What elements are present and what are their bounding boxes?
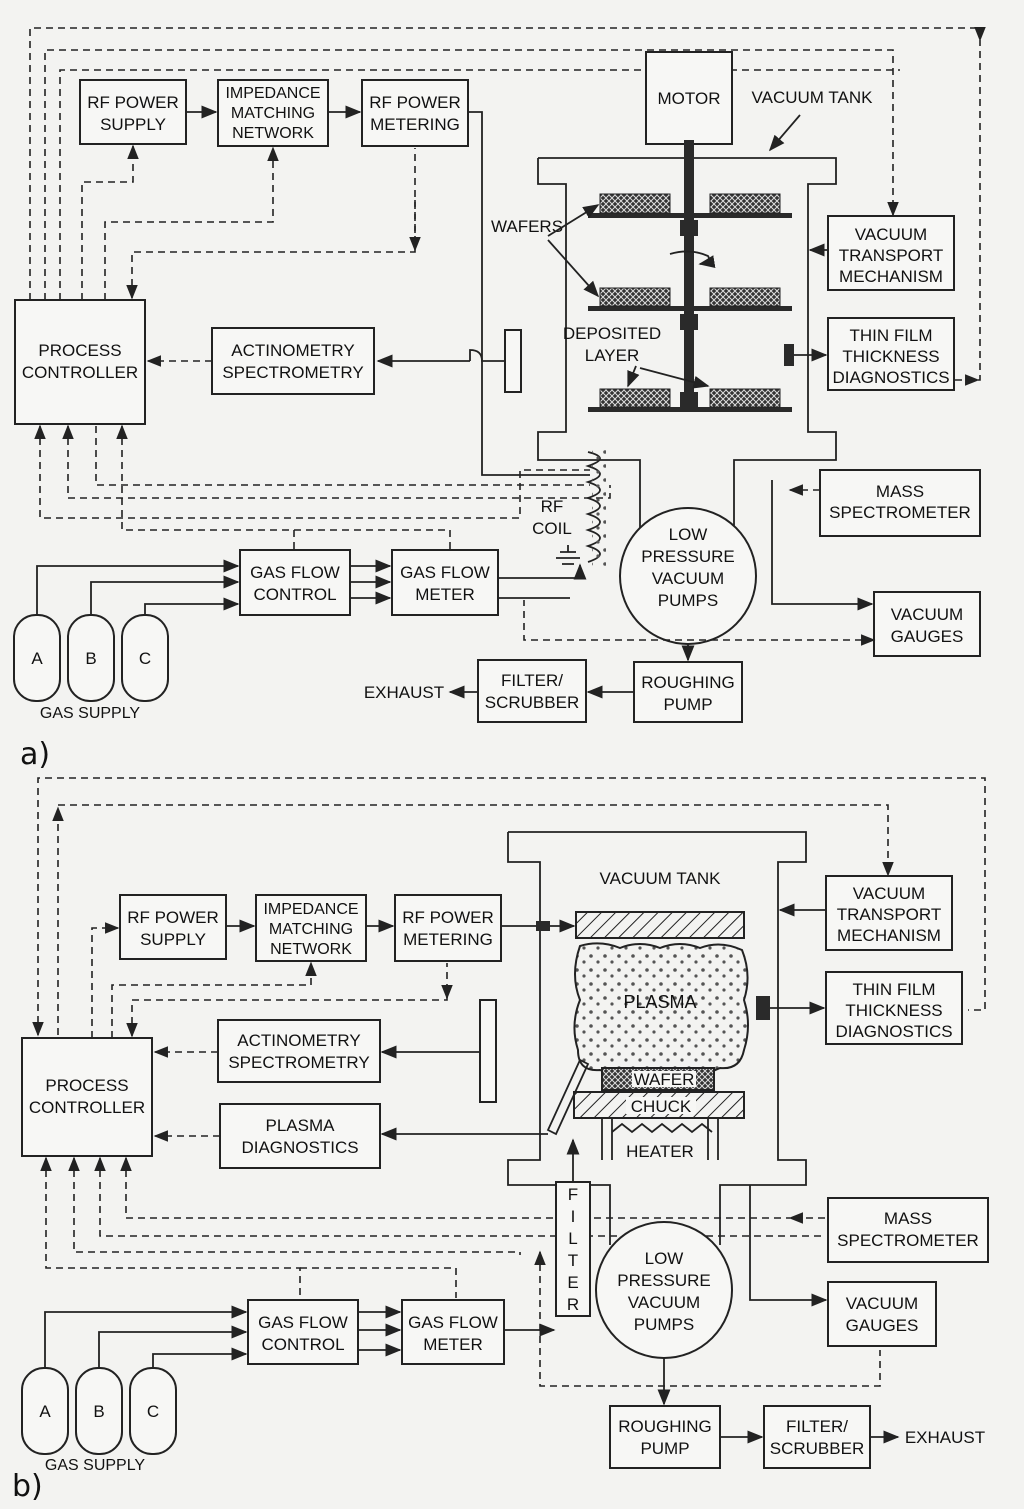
motor-box-a xyxy=(645,51,733,145)
low-pressure-pump-b xyxy=(595,1221,733,1359)
filter-scrubber-box-a xyxy=(477,659,587,723)
wafer-a-1 xyxy=(599,193,671,214)
vacuum-gauges-box-a xyxy=(873,591,981,657)
vacuum-tank-label-a: VACUUM TANK xyxy=(752,88,874,107)
probe-b xyxy=(546,1058,590,1136)
thin-film-box-a xyxy=(827,317,955,391)
wafer-a-2 xyxy=(709,193,781,214)
filter-scrubber-box-b xyxy=(763,1405,871,1469)
mass-spectrometer-box-a xyxy=(819,469,981,537)
gas-flow-meter-box-a xyxy=(391,549,499,616)
rf-power-metering-box-a xyxy=(361,79,469,147)
actinometry-box-b xyxy=(217,1019,381,1083)
vacuum-gauges-box-b xyxy=(827,1281,937,1347)
wafer-label-b: WAFER xyxy=(634,1070,695,1089)
impedance-matching-box-b xyxy=(255,894,367,962)
window-b xyxy=(479,999,497,1103)
wafers-label-a: WAFERS xyxy=(491,217,563,236)
plasma-label-b: PLASMA xyxy=(623,992,696,1012)
cylinder-label-b-a: B xyxy=(85,649,96,668)
rf-power-metering-box-b xyxy=(394,894,502,962)
impedance-matching-box-a xyxy=(217,79,329,147)
rf-power-supply-box-b xyxy=(119,894,227,960)
panel-label-a: a) xyxy=(20,737,50,772)
plasma-diagnostics-box-b xyxy=(219,1103,381,1169)
plasma-region-b xyxy=(573,942,749,1075)
gas-supply-label-b: GAS SUPPLY xyxy=(45,1457,146,1474)
shaft-a xyxy=(684,140,694,412)
wafer-a-3 xyxy=(599,287,671,307)
gas-flow-control-box-a xyxy=(239,549,351,616)
thin-film-box-b xyxy=(825,971,963,1045)
vacuum-tank-label-b: VACUUM TANK xyxy=(600,869,722,888)
vacuum-transport-box-b xyxy=(825,875,953,951)
motor-label-a: MOTOR xyxy=(658,89,721,108)
roughing-pump-box-b xyxy=(609,1405,721,1469)
rf-power-supply-box-a xyxy=(79,79,187,145)
cylinder-label-a-b: A xyxy=(39,1402,51,1421)
exhaust-label-a: EXHAUST xyxy=(364,683,444,702)
wafer-a-6 xyxy=(709,388,781,408)
wafer-a-4 xyxy=(709,287,781,307)
top-electrode-b xyxy=(575,911,745,939)
cylinder-label-c-b: C xyxy=(147,1402,159,1421)
vacuum-transport-box-a xyxy=(827,215,955,291)
actinometry-box-a xyxy=(211,327,375,395)
panel-b: VACUUM TANK PLASMA WAFER CHUCK HEATER RF… xyxy=(12,777,989,1504)
filter-scrubber-label-a: FILTER/SCRUBBER xyxy=(485,671,579,712)
process-controller-box-b xyxy=(21,1037,153,1157)
gas-flow-meter-box-b xyxy=(401,1299,505,1365)
cylinder-label-c-a: C xyxy=(139,649,151,668)
exhaust-label-b: EXHAUST xyxy=(905,1428,985,1447)
gas-flow-control-box-b xyxy=(247,1299,359,1365)
cylinder-label-b-b: B xyxy=(93,1402,104,1421)
roughing-pump-box-a xyxy=(633,661,743,723)
panel-label-b: b) xyxy=(12,1469,43,1504)
cylinder-label-a-a: A xyxy=(31,649,43,668)
filter-scrubber-label-b: FILTER/SCRUBBER xyxy=(770,1417,864,1458)
gas-supply-label-a: GAS SUPPLY xyxy=(40,705,141,722)
process-controller-box-a xyxy=(14,299,146,425)
heater-label-b: HEATER xyxy=(626,1142,694,1161)
wafer-a-5 xyxy=(599,388,671,408)
chuck-label-b: CHUCK xyxy=(631,1097,692,1116)
window-a xyxy=(504,329,522,393)
mass-spectrometer-box-b xyxy=(827,1197,989,1263)
